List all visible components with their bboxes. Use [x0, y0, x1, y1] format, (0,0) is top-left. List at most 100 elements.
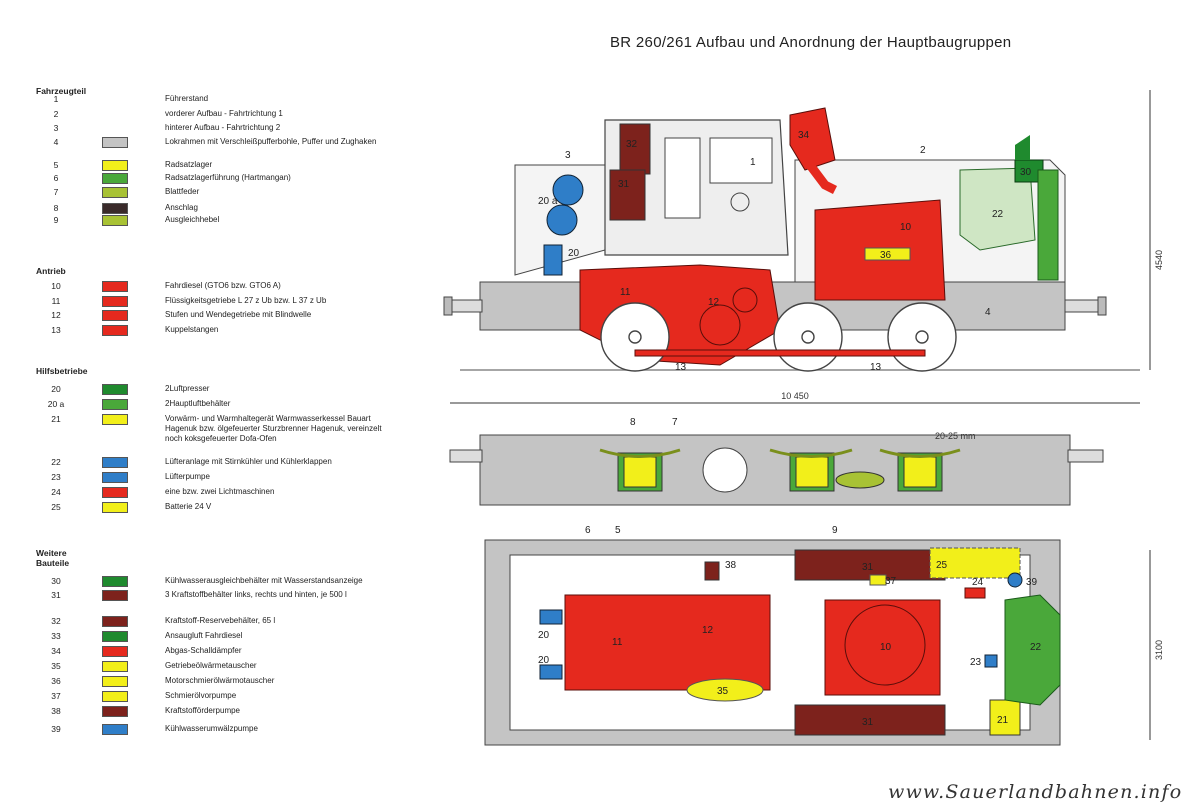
- legend-item-number: 11: [51, 296, 61, 306]
- legend-item-label: Führerstand: [165, 94, 209, 103]
- legend-color-swatch: [102, 215, 128, 226]
- legend-item-label: Radsatzlager: [165, 160, 213, 169]
- legend-color-swatch: [102, 706, 128, 717]
- spring-view: 5 6 7 8 9 20-25 mm: [449, 417, 1104, 536]
- label-34: 34: [798, 130, 810, 141]
- legend-item-number: 35: [51, 661, 61, 671]
- label-21: 21: [997, 715, 1009, 726]
- legend-item-label: Kraftstofförderpumpe: [165, 706, 241, 715]
- legend-item-number: 25: [51, 502, 61, 512]
- label-31-bottom: 31: [862, 717, 874, 728]
- label-24: 24: [972, 577, 984, 588]
- legend-color-swatch: [102, 384, 128, 395]
- legend-item-label: eine bzw. zwei Lichtmaschinen: [165, 487, 275, 496]
- legend-color-swatch: [102, 137, 128, 148]
- label-10: 10: [900, 222, 912, 233]
- label-22-top: 22: [1030, 642, 1042, 653]
- legend-item-number: 31: [51, 590, 61, 600]
- legend-color-swatch: [102, 676, 128, 687]
- label-10-top: 10: [880, 642, 892, 653]
- legend-item-label: Vorwärm- und Warmhaltegerät Warmwasserke…: [165, 414, 382, 443]
- label-39: 39: [1026, 577, 1038, 588]
- legend-item-number: 21: [51, 414, 61, 424]
- label-32: 32: [626, 139, 638, 150]
- label-20a: 20 a: [538, 196, 558, 207]
- legend-item-label: Radsatzlagerführung (Hartmangan): [165, 173, 291, 182]
- label-20: 20: [568, 248, 580, 259]
- legend-item-label: 2Hauptluftbehälter: [165, 399, 231, 408]
- legend-item-label: vorderer Aufbau - Fahrtrichtung 1: [165, 109, 283, 118]
- legend-color-swatch: [102, 296, 128, 307]
- legend-color-swatch: [102, 472, 128, 483]
- label-20-top-a: 20: [538, 630, 550, 641]
- legend-item-number: 38: [51, 706, 61, 716]
- legend-item-label: 3 Kraftstoffbehälter links, rechts und h…: [165, 590, 347, 599]
- legend-item-number: 1: [53, 94, 59, 104]
- legend-item-label: Blattfeder: [165, 187, 200, 196]
- label-6: 6: [585, 525, 591, 536]
- legend-item-number: 13: [51, 325, 61, 335]
- label-38: 38: [725, 560, 737, 571]
- dim-width: 3100: [1154, 640, 1164, 660]
- legend-item-number: 37: [51, 691, 61, 701]
- legend-item-label: Lüfteranlage mit Stirnkühler und Kühlerk…: [165, 457, 332, 466]
- legend-item-number: 20: [51, 384, 61, 394]
- label-8: 8: [630, 417, 636, 428]
- legend-item-number: 33: [51, 631, 61, 641]
- label-31-top: 31: [862, 562, 874, 573]
- legend-item-label: Kühlwasserumwälzpumpe: [165, 724, 258, 733]
- label-35: 35: [717, 686, 729, 697]
- legend-section-heading: Hilfsbetriebe: [36, 366, 88, 376]
- label-3: 3: [565, 150, 571, 161]
- legend-item-label: Stufen und Wendegetriebe mit Blindwelle: [165, 310, 312, 319]
- legend-item-number: 34: [51, 646, 61, 656]
- legend-item-number: 2: [53, 109, 59, 119]
- legend-color-swatch: [102, 310, 128, 321]
- legend-color-swatch: [102, 457, 128, 468]
- label-31: 31: [618, 179, 630, 190]
- locomotive-drawing: 4540 10 450 1 2 3 4 10 11 12 13 13 20 20…: [443, 90, 1164, 746]
- legend-item-number: 20 a: [47, 399, 65, 409]
- legend-color-swatch: [102, 576, 128, 587]
- label-22: 22: [992, 209, 1004, 220]
- label-9: 9: [832, 525, 838, 536]
- legend-color-swatch: [102, 487, 128, 498]
- legend-color-swatch: [102, 691, 128, 702]
- label-1: 1: [750, 157, 756, 168]
- legend-item-number: 10: [51, 281, 61, 291]
- label-20-top-b: 20: [538, 655, 550, 666]
- label-5: 5: [615, 525, 621, 536]
- legend-item-label: Lokrahmen mit Verschleißpufferbohle, Puf…: [165, 137, 377, 146]
- legend-item-label: Fahrdiesel (GTO6 bzw. GTO6 A): [165, 281, 281, 290]
- legend-color-swatch: [102, 631, 128, 642]
- legend-item-label: Lüfterpumpe: [165, 472, 210, 481]
- legend-item-number: 22: [51, 457, 61, 467]
- side-view: 4540 10 450 1 2 3 4 10 11 12 13 13 20 20…: [443, 90, 1164, 404]
- page-title: BR 260/261 Aufbau und Anordnung der Haup…: [610, 34, 1012, 51]
- legend-color-swatch: [102, 661, 128, 672]
- legend-item-number: 12: [51, 310, 61, 320]
- legend-item-number: 32: [51, 616, 61, 626]
- legend-item-label: Kühlwasserausgleichbehälter mit Wasserst…: [165, 576, 363, 585]
- legend-item-number: 3: [53, 123, 59, 133]
- legend-section-heading: Weitere Bauteile: [36, 548, 70, 568]
- legend-item-label: Kraftstoff-Reservebehälter, 65 l: [165, 616, 276, 625]
- legend-item-label: Getriebeölwärmetauscher: [165, 661, 257, 670]
- legend-item-label: Motorschmierölwärmotauscher: [165, 676, 275, 685]
- dim-spring: 20-25 mm: [935, 431, 976, 441]
- legend-item-number: 24: [51, 487, 61, 497]
- legend-color-swatch: [102, 646, 128, 657]
- legend-color-swatch: [102, 173, 128, 184]
- legend-color-swatch: [102, 724, 128, 735]
- legend-color-swatch: [102, 590, 128, 601]
- label-23: 23: [970, 657, 982, 668]
- label-36: 36: [880, 250, 892, 261]
- label-37: 37: [885, 576, 897, 587]
- legend-color-swatch: [102, 203, 128, 214]
- legend-item-number: 39: [51, 724, 61, 734]
- label-12: 12: [708, 297, 720, 308]
- legend-item-number: 6: [53, 173, 59, 183]
- label-11-top: 11: [612, 637, 623, 648]
- legend-color-swatch: [102, 325, 128, 336]
